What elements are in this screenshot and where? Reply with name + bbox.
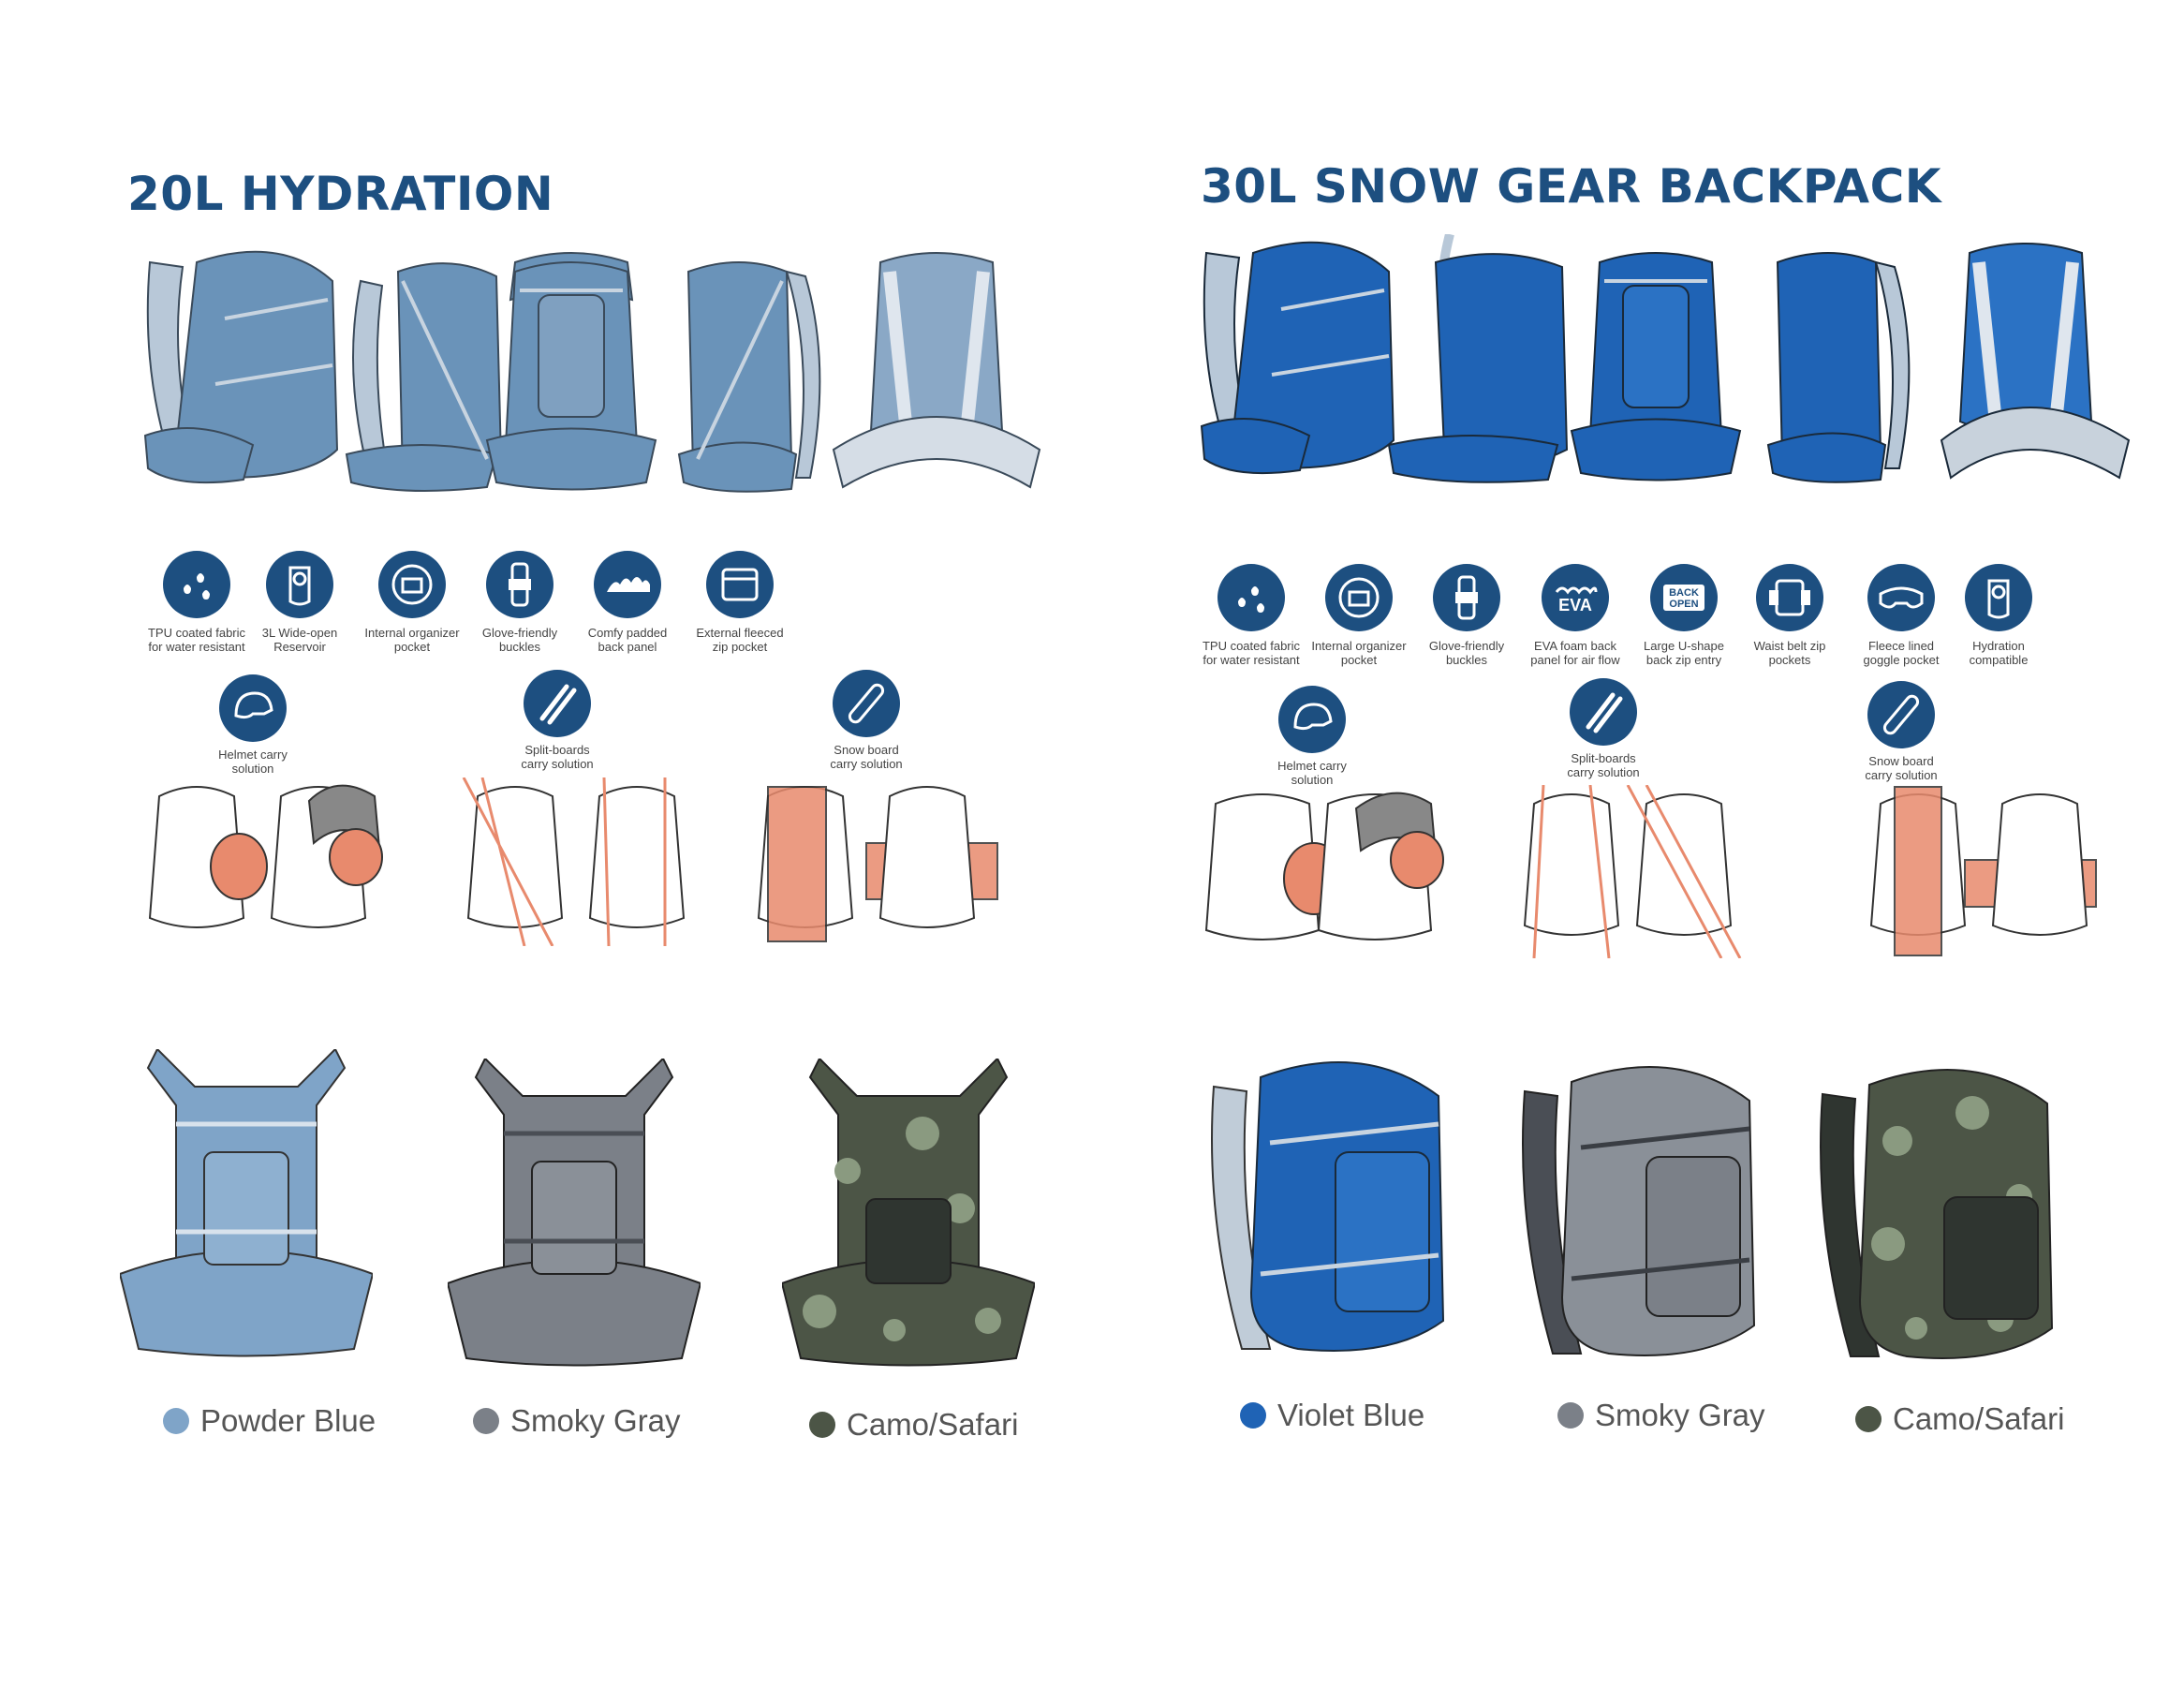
carry-snowboard: Snow board carry solution (815, 670, 918, 771)
feature-organizer: Internal organizer pocket (1303, 564, 1415, 667)
side-view-left (1200, 241, 1395, 475)
front-view (1570, 252, 1742, 481)
side-view-2 (1387, 234, 1569, 483)
waist-pocket-icon (1756, 564, 1823, 631)
feature-zip-pocket: External fleeced zip pocket (684, 551, 796, 654)
side-view-4 (1766, 252, 1911, 483)
color-option-violet-blue: Violet Blue (1240, 1398, 1424, 1433)
organizer-icon (378, 551, 446, 618)
swatch-dot (1240, 1402, 1266, 1429)
colorway-smoky-gray (1522, 1066, 1756, 1356)
split-board-icon (1570, 678, 1637, 746)
carry-illustrations (148, 777, 998, 946)
hydration-icon (1965, 564, 2032, 631)
feature-buckles: Glove-friendly buckles (1415, 564, 1518, 667)
colorway-camo-safari (782, 1059, 1035, 1367)
feature-hydration: Hydration compatible (1952, 564, 2045, 667)
buckle-icon (486, 551, 553, 618)
side-view-4 (677, 261, 821, 493)
swatch-dot (473, 1408, 499, 1434)
snowboard-icon (1867, 681, 1935, 748)
feature-reservoir: 3L Wide-open Reservoir (248, 551, 351, 654)
product-title: 20L HYDRATION (127, 167, 554, 221)
padded-panel-icon (594, 551, 661, 618)
buckle-icon (1433, 564, 1500, 631)
swatch-dot (163, 1408, 189, 1434)
svg-text:BACK: BACK (1669, 587, 1699, 599)
reservoir-icon (266, 551, 333, 618)
color-option-smoky-gray: Smoky Gray (473, 1403, 681, 1439)
feature-buckles: Glove-friendly buckles (468, 551, 571, 654)
front-view (485, 252, 657, 491)
product-sheet-30l: 30L SNOW GEAR BACKPACK (1092, 0, 2184, 1688)
feature-padded-panel: Comfy padded back panel (576, 551, 679, 654)
product-sheet-20l: 20L HYDRATION (120, 167, 1041, 1443)
feature-waist-pockets: Waist belt zip pockets (1738, 564, 1841, 667)
zip-pocket-icon (706, 551, 774, 618)
side-view-2 (345, 262, 503, 492)
svg-text:EVA: EVA (1558, 596, 1592, 614)
water-drops-icon (1217, 564, 1285, 631)
feature-water-resistant: TPU coated fabric for water resistant (140, 551, 253, 654)
colorway-smoky-gray (448, 1059, 701, 1367)
feature-organizer: Internal organizer pocket (356, 551, 468, 654)
helmet-icon (1278, 686, 1346, 753)
split-board-icon (524, 670, 591, 737)
side-view-left (143, 250, 339, 484)
product-views (1200, 234, 2131, 483)
carry-snowboard: Snow board carry solution (1850, 681, 1953, 782)
water-drops-icon (163, 551, 230, 618)
organizer-icon (1325, 564, 1393, 631)
color-option-smoky-gray: Smoky Gray (1557, 1398, 1765, 1433)
swatch-dot (809, 1412, 835, 1438)
carry-split-board: Split-boards carry solution (506, 670, 609, 771)
colorway-powder-blue (120, 1049, 373, 1357)
colorway-violet-blue (1211, 1061, 1445, 1352)
swatch-dot (1855, 1406, 1881, 1432)
back-view (832, 252, 1041, 489)
feature-eva-foam: EVA EVA foam back panel for air flow (1519, 564, 1631, 667)
snowboard-icon (833, 670, 900, 737)
carry-helmet: Helmet carry solution (201, 674, 304, 776)
carry-split-board: Split-boards carry solution (1552, 678, 1655, 779)
carry-helmet: Helmet carry solution (1261, 686, 1364, 787)
color-option-camo-safari: Camo/Safari (1855, 1401, 2064, 1437)
svg-text:OPEN: OPEN (1669, 599, 1698, 610)
feature-water-resistant: TPU coated fabric for water resistant (1195, 564, 1307, 667)
product-title: 30L SNOW GEAR BACKPACK (1201, 159, 1942, 214)
goggle-icon (1867, 564, 1935, 631)
product-views (143, 250, 1041, 493)
color-option-camo-safari: Camo/Safari (809, 1407, 1018, 1443)
swatch-dot (1557, 1402, 1584, 1429)
carry-illustrations (1204, 785, 2097, 958)
helmet-icon (219, 674, 287, 742)
color-option-powder-blue: Powder Blue (163, 1403, 376, 1439)
eva-icon: EVA (1542, 564, 1609, 631)
colorway-camo-safari (1820, 1069, 2054, 1359)
back-view (1940, 243, 2131, 480)
feature-goggle-pocket: Fleece lined goggle pocket (1845, 564, 1957, 667)
